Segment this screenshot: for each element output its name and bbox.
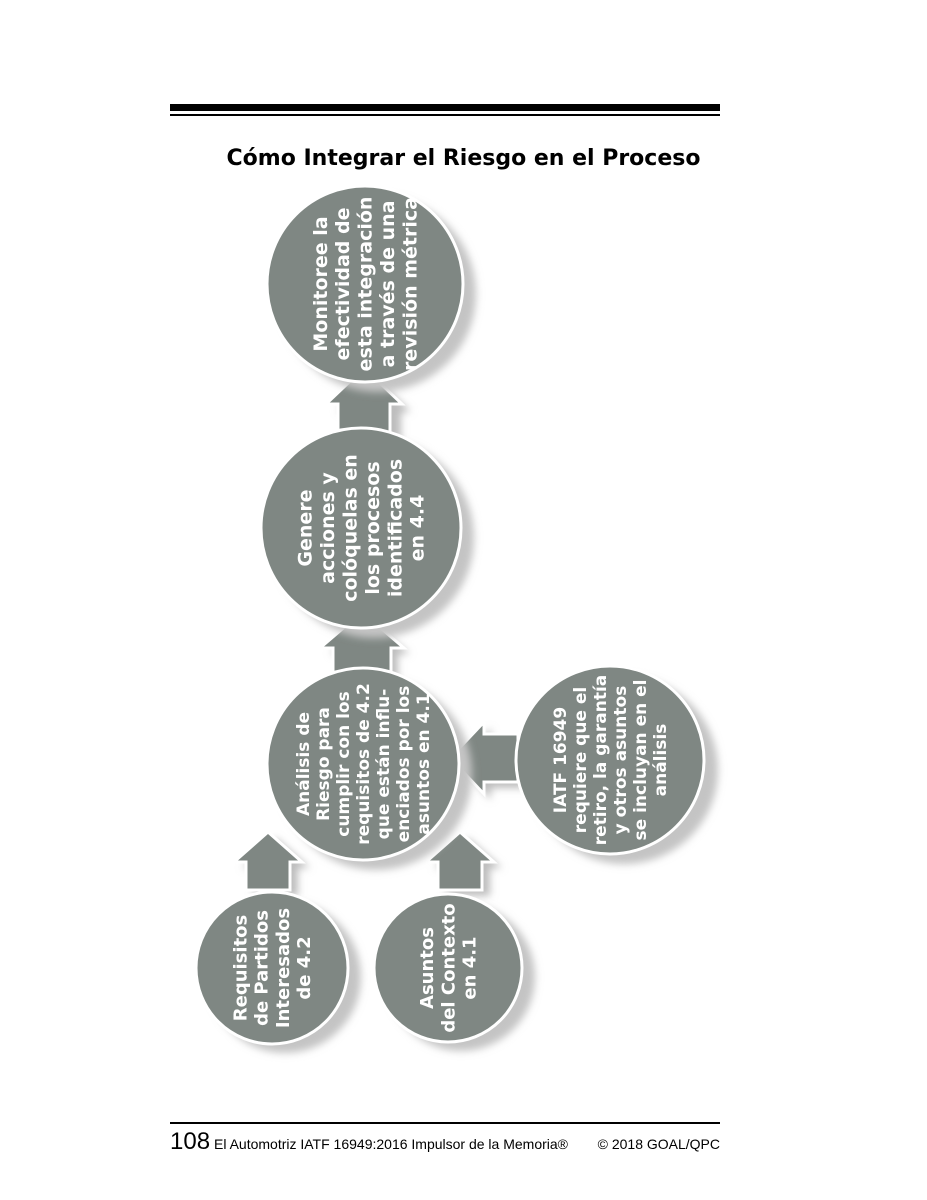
node-iatf: IATF 16949requiere que elretiro, la gara… (514, 664, 718, 864)
node-context: Asuntosdel Contextoen 4.1 (372, 892, 535, 1051)
node-text-line: Asuntos (417, 927, 438, 1009)
node-text-line: en 4.4 (407, 495, 429, 562)
node-interested: Requisitosde PartidosInteresadosde 4.2 (194, 890, 361, 1053)
node-text-line: esta integración (355, 197, 377, 372)
node-text-line: identificados (384, 459, 406, 597)
node-text-line: Análisis de (294, 712, 314, 816)
node-generate-text: Genereacciones ycolóquelas enlos proceso… (295, 454, 429, 602)
node-text-line: Genere (295, 489, 317, 566)
node-text-line: IATF 16949 (551, 707, 571, 813)
node-text-line: se incluyan en el (631, 680, 651, 841)
node-text-line: análisis (651, 724, 671, 797)
node-analysis: Análisis deRiesgo paracumplir con losreq… (265, 666, 472, 870)
node-text-line: a través de una (377, 201, 399, 368)
node-text-line: revisión métrica (400, 197, 422, 371)
node-text-line: retiro, la garantía (591, 675, 611, 846)
node-text-line: Requisitos (230, 915, 251, 1022)
node-text-line: Interesados (273, 908, 294, 1028)
node-text-line: de Partidos (252, 910, 273, 1026)
node-text-line: los procesos (362, 461, 384, 594)
node-text-line: efectividad de (332, 208, 354, 361)
node-context-text: Asuntosdel Contextoen 4.1 (417, 903, 480, 1032)
node-text-line: que están influ- (374, 689, 394, 840)
node-text-line: y otros asuntos (611, 686, 631, 835)
node-text-line: requisitos de 4.2 (354, 683, 374, 845)
node-interested-text: Requisitosde PartidosInteresadosde 4.2 (230, 908, 315, 1028)
copyright-notice: © 2018 GOAL/QPC (597, 1136, 720, 1152)
node-text-line: cumplir con los (334, 691, 354, 836)
node-iatf-text: IATF 16949requiere que elretiro, la gara… (551, 675, 671, 846)
header-rule-thick (170, 104, 720, 111)
header-rule-thin (170, 114, 720, 116)
node-text-line: Riesgo para (314, 707, 334, 821)
node-text-line: Monitoree la (310, 216, 332, 351)
node-text-line: colóquelas en (339, 454, 361, 602)
node-monitor-text: Monitoree laefectividad deesta integraci… (310, 197, 422, 372)
page-number: 108 (170, 1128, 211, 1155)
node-text-line: del Contexto (438, 903, 459, 1032)
node-text-line: de 4.2 (294, 936, 315, 999)
node-monitor: Monitoree laefectividad deesta integraci… (265, 184, 476, 392)
node-text-line: acciones y (317, 472, 339, 584)
arrow-interested-to-analysis (230, 829, 310, 896)
footer-rule (170, 1122, 720, 1124)
node-text-line: asuntos en 4.1 (414, 693, 434, 834)
node-text-line: requiere que el (571, 687, 591, 833)
arrow-context-to-analysis (422, 829, 502, 896)
diagram-title: Cómo Integrar el Riesgo en el Proceso (226, 146, 701, 171)
node-text-line: en 4.1 (460, 936, 481, 999)
node-analysis-text: Análisis deRiesgo paracumplir con losreq… (294, 683, 434, 845)
node-text-line: enciados por los (394, 686, 414, 843)
book-title: El Automotriz IATF 16949:2016 Impulsor d… (214, 1136, 568, 1152)
node-generate: Genereacciones ycolóquelas enlos proceso… (259, 426, 474, 638)
